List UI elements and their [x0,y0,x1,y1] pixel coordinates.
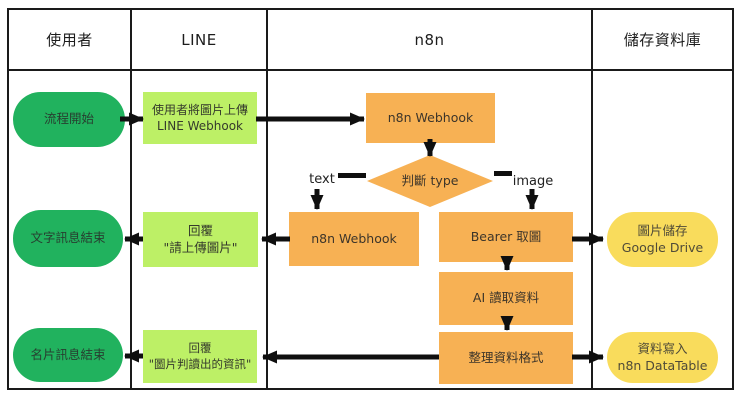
branch-label-text: text [309,171,335,187]
bearer-node-label: Bearer 取圖 [470,228,542,244]
google-drive-node: 圖片儲存 Google Drive [607,212,718,267]
decision-node-label: 判斷 type [401,172,459,188]
card-end-node: 名片訊息結束 [13,328,123,382]
n8n-webhook-2-label: n8n Webhook [311,230,397,246]
reply-card-line2: "圖片判讀出的資訊" [148,356,252,371]
reply-text-node: 回覆 "請上傳圖片" [143,212,258,267]
lane-header-line: LINE [181,30,217,49]
card-end-node-label: 名片訊息結束 [30,346,106,362]
format-node: 整理資料格式 [439,332,573,384]
text-end-node-label: 文字訊息結束 [30,230,106,246]
ai-read-node-label: AI 讀取資料 [472,290,540,306]
ai-read-node: AI 讀取資料 [439,272,573,325]
datatable-line2: n8n DataTable [617,357,708,373]
branch-label-image: image [512,173,554,189]
start-node: 流程開始 [13,92,125,147]
google-drive-line1: 圖片儲存 [637,222,688,238]
reply-card-line1: 回覆 [188,340,212,355]
n8n-webhook-node-2: n8n Webhook [289,212,419,266]
lane-divider-1 [130,8,132,390]
lane-divider-2 [266,8,268,390]
n8n-webhook-node-1: n8n Webhook [366,93,495,143]
reply-text-line1: 回覆 [187,222,213,238]
start-node-label: 流程開始 [43,111,94,127]
n8n-webhook-1-label: n8n Webhook [387,109,474,125]
upload-node: 使用者將圖片上傳 LINE Webhook [143,92,257,144]
lane-divider-3 [591,8,593,390]
lane-header-storage: 儲存資料庫 [623,31,702,49]
datatable-line1: 資料寫入 [637,340,688,356]
table-outer-border [7,8,734,390]
google-drive-line2: Google Drive [621,239,704,255]
lane-header-user: 使用者 [46,31,93,49]
bearer-node: Bearer 取圖 [439,212,573,262]
upload-node-line2: LINE Webhook [157,119,243,133]
reply-card-node: 回覆 "圖片判讀出的資訊" [143,330,257,383]
reply-text-line2: "請上傳圖片" [163,239,238,255]
upload-node-line1: 使用者將圖片上傳 [151,102,248,117]
format-node-label: 整理資料格式 [468,349,544,365]
header-divider [7,69,734,71]
branch-connector-text [338,173,366,178]
text-end-node: 文字訊息結束 [13,210,123,267]
datatable-node: 資料寫入 n8n DataTable [607,332,718,383]
branch-connector-image [494,171,512,176]
lane-header-n8n: n8n [414,30,445,49]
